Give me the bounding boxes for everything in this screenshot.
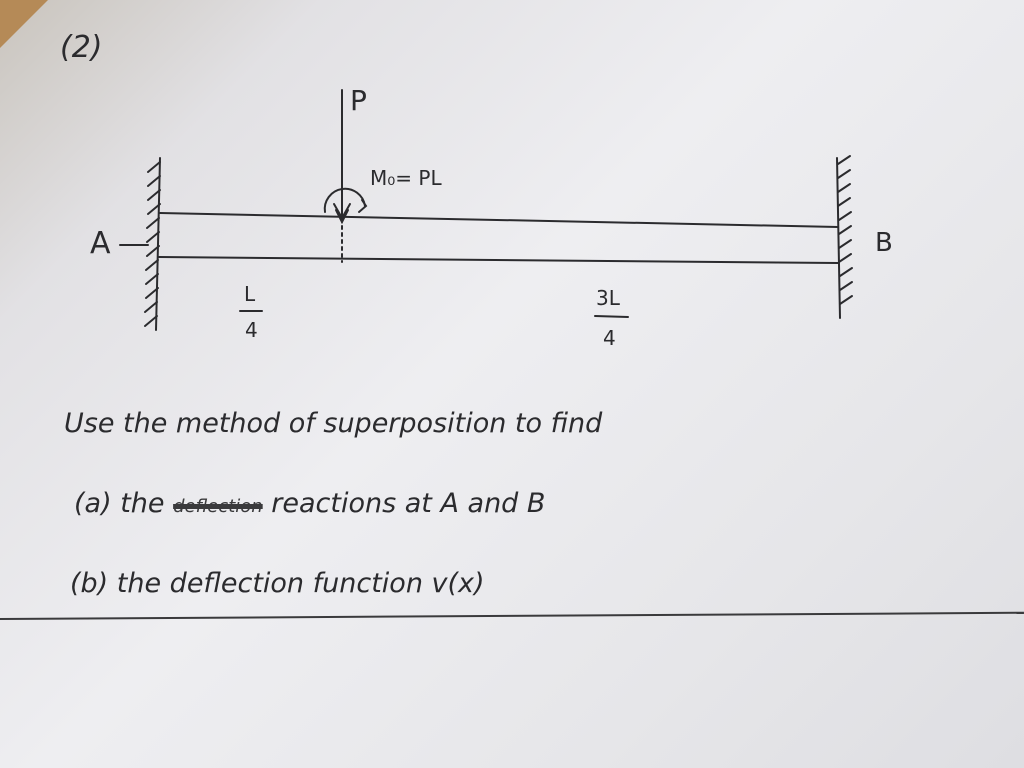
right-wall — [836, 157, 841, 319]
moment-arc — [323, 187, 366, 213]
seg-left-numerator: L — [244, 282, 256, 306]
seg-right-denominator: 4 — [603, 326, 616, 350]
part-a: (a) the deflection reactions at A and B — [74, 488, 545, 519]
beam-top-edge — [159, 212, 839, 228]
beam-bottom-edge — [158, 256, 839, 264]
support-b-label: B — [875, 228, 893, 258]
table-corner — [0, 0, 48, 48]
part-a-rest: reactions at A and B — [271, 488, 546, 519]
part-a-struck-word: deflection — [173, 496, 263, 517]
left-wall — [155, 157, 161, 331]
problem-number: (2) — [60, 30, 103, 65]
support-a-label: A — [90, 226, 111, 261]
moment-label: M₀= PL — [370, 166, 442, 190]
part-b: (b) the deflection function v(x) — [70, 568, 485, 599]
seg-right-numerator: 3L — [596, 286, 620, 310]
load-label: P — [350, 84, 367, 117]
seg-left-denominator: 4 — [245, 318, 258, 342]
right-wall-hatch — [837, 155, 853, 305]
intro-text: Use the method of superposition to find — [64, 408, 603, 439]
fraction-bar-right — [594, 315, 629, 318]
left-wall-hatch — [144, 161, 161, 327]
part-a-prefix: (a) the — [74, 488, 165, 519]
